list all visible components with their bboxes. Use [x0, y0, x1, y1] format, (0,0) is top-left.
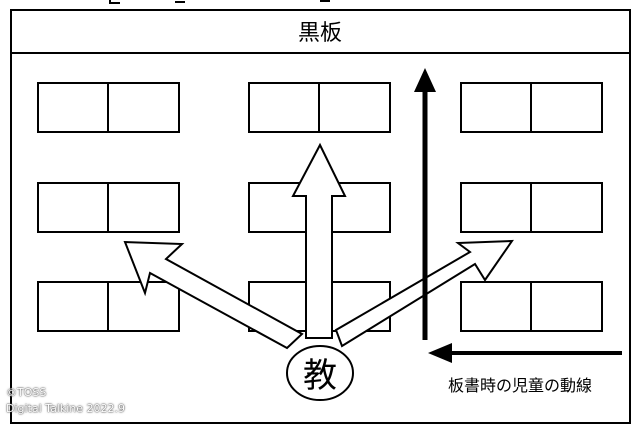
hollow-arrow-icon — [291, 142, 347, 339]
teacher-marker: 教 — [286, 345, 354, 401]
legend: 板書時の児童の動線 — [428, 343, 622, 395]
solid-left-arrow-icon — [428, 343, 452, 363]
hollow-arrow-icon — [123, 240, 304, 350]
desk-pair — [460, 182, 603, 233]
desk-pair — [460, 82, 603, 133]
solid-up-arrow-icon — [414, 68, 436, 340]
desks — [37, 82, 603, 332]
blackboard: 黒板 — [10, 9, 631, 54]
credit-line1: ©TOSS — [6, 386, 47, 399]
teacher-label: 教 — [303, 356, 337, 396]
blackboard-label: 黒板 — [298, 21, 342, 46]
legend-text: 板書時の児童の動線 — [448, 376, 592, 395]
desk-pair — [37, 281, 180, 332]
desk-pair — [460, 281, 603, 332]
desk-pair — [248, 82, 391, 133]
credit-line2: Digital Talkine 2022.9 — [6, 402, 126, 415]
credit: ©TOSS Digital Talkine 2022.9 — [6, 385, 166, 417]
desk-pair — [37, 182, 180, 233]
desk-pair — [37, 82, 180, 133]
